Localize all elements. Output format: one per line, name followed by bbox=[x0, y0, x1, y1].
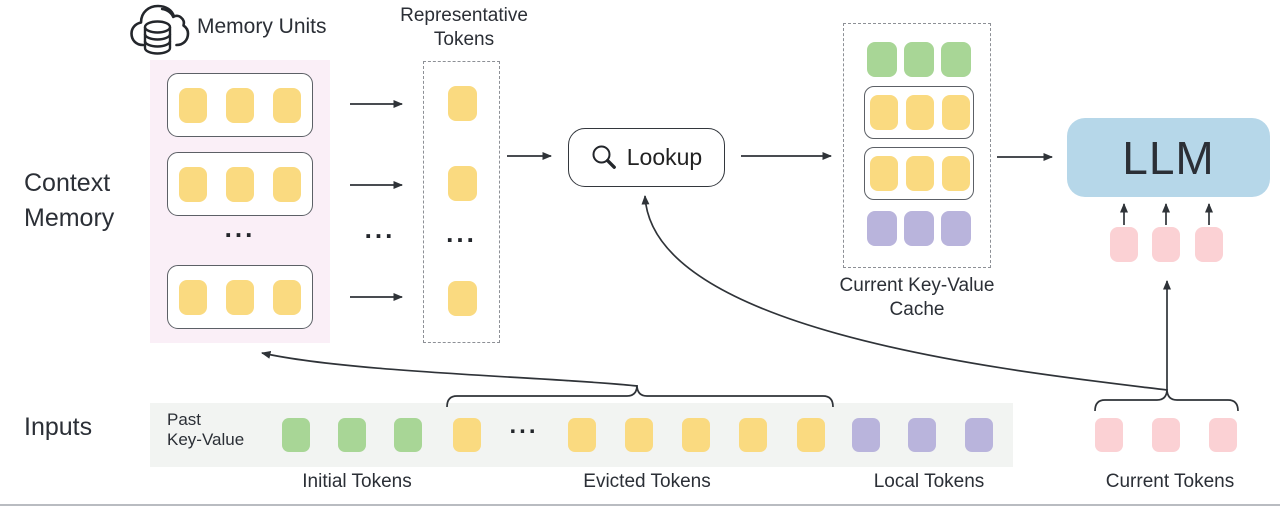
llm-input-token bbox=[1152, 227, 1180, 262]
memory-unit-1 bbox=[167, 73, 313, 137]
past-key-value-label: Past Key-Value bbox=[167, 410, 244, 450]
inputs-label: Inputs bbox=[24, 413, 93, 441]
representative-tokens-line2: Tokens bbox=[433, 29, 495, 51]
local-token bbox=[965, 418, 993, 452]
memory-token bbox=[226, 167, 254, 202]
current-kv-cache-box bbox=[843, 23, 991, 268]
memory-token bbox=[226, 88, 254, 123]
initial-tokens-label: Initial Tokens bbox=[302, 471, 412, 492]
llm-label: LLM bbox=[1122, 131, 1215, 184]
cache-memory-token bbox=[906, 156, 934, 191]
memory-token bbox=[179, 280, 207, 315]
cache-initial-token bbox=[904, 42, 934, 77]
memory-token bbox=[273, 280, 301, 315]
curve-evicted-to-memory bbox=[261, 350, 638, 387]
llm-box: LLM bbox=[1067, 118, 1270, 197]
current-tokens-label: Current Tokens bbox=[1105, 471, 1235, 492]
memory-unit-2 bbox=[167, 152, 313, 216]
current-token bbox=[1209, 418, 1237, 452]
cache-memory-token bbox=[906, 95, 934, 130]
memory-token bbox=[226, 280, 254, 315]
evicted-token bbox=[797, 418, 825, 452]
representative-ellipsis: ... bbox=[446, 218, 477, 248]
evicted-token bbox=[568, 418, 596, 452]
cache-memory-token bbox=[870, 156, 898, 191]
representative-token bbox=[448, 166, 477, 201]
cache-local-token bbox=[904, 211, 934, 246]
cache-label-line2: Cache bbox=[889, 299, 945, 321]
current-tokens-brace bbox=[1094, 388, 1239, 412]
cache-memory-unit-1 bbox=[864, 86, 974, 139]
cache-initial-token bbox=[941, 42, 971, 77]
memory-units-label: Memory Units bbox=[197, 15, 327, 38]
mid-ellipsis: ... bbox=[364, 214, 396, 244]
llm-input-token bbox=[1195, 227, 1223, 262]
memory-token bbox=[179, 88, 207, 123]
initial-token bbox=[282, 418, 310, 452]
local-tokens-label: Local Tokens bbox=[873, 471, 985, 492]
llm-input-token bbox=[1110, 227, 1138, 262]
cache-label-line1: Current Key-Value bbox=[839, 275, 995, 296]
search-icon bbox=[592, 145, 616, 169]
representative-tokens-line1: Representative bbox=[400, 5, 528, 26]
cache-local-token bbox=[941, 211, 971, 246]
local-token bbox=[908, 418, 936, 452]
context-memory-line2: Memory bbox=[24, 204, 115, 232]
cache-local-token bbox=[867, 211, 897, 246]
memory-token bbox=[273, 167, 301, 202]
current-kv-cache-label: Current Key-Value Cache bbox=[817, 274, 1017, 323]
memory-cloud-icon bbox=[130, 4, 190, 55]
evicted-token bbox=[682, 418, 710, 452]
cache-memory-unit-2 bbox=[864, 147, 974, 200]
evicted-ellipsis: ... bbox=[509, 412, 539, 439]
initial-token bbox=[338, 418, 366, 452]
memory-token bbox=[179, 167, 207, 202]
lookup-button: Lookup bbox=[568, 128, 725, 187]
memory-ellipsis: ... bbox=[224, 213, 256, 243]
context-memory-line1: Context bbox=[24, 169, 111, 197]
cache-memory-token bbox=[942, 95, 970, 130]
memory-token bbox=[273, 88, 301, 123]
cache-memory-token bbox=[870, 95, 898, 130]
representative-token bbox=[448, 281, 477, 316]
evicted-token bbox=[739, 418, 767, 452]
initial-token bbox=[394, 418, 422, 452]
representative-tokens-column: ... bbox=[423, 61, 500, 343]
cache-initial-token bbox=[867, 42, 897, 77]
past-kv-line1: Past bbox=[167, 410, 202, 429]
past-kv-line2: Key-Value bbox=[167, 430, 245, 449]
context-memory-panel: ... bbox=[150, 60, 330, 343]
representative-tokens-label: Representative Tokens bbox=[384, 4, 544, 53]
evicted-token bbox=[453, 418, 481, 452]
current-token bbox=[1152, 418, 1180, 452]
cache-memory-token bbox=[942, 156, 970, 191]
lookup-label: Lookup bbox=[626, 144, 703, 170]
context-memory-label: Context Memory bbox=[24, 166, 114, 236]
current-token bbox=[1095, 418, 1123, 452]
evicted-token bbox=[625, 418, 653, 452]
representative-token bbox=[448, 86, 477, 121]
memory-unit-3 bbox=[167, 265, 313, 329]
bottom-rule bbox=[0, 504, 1280, 506]
evicted-tokens-label: Evicted Tokens bbox=[583, 471, 711, 492]
local-token bbox=[852, 418, 880, 452]
